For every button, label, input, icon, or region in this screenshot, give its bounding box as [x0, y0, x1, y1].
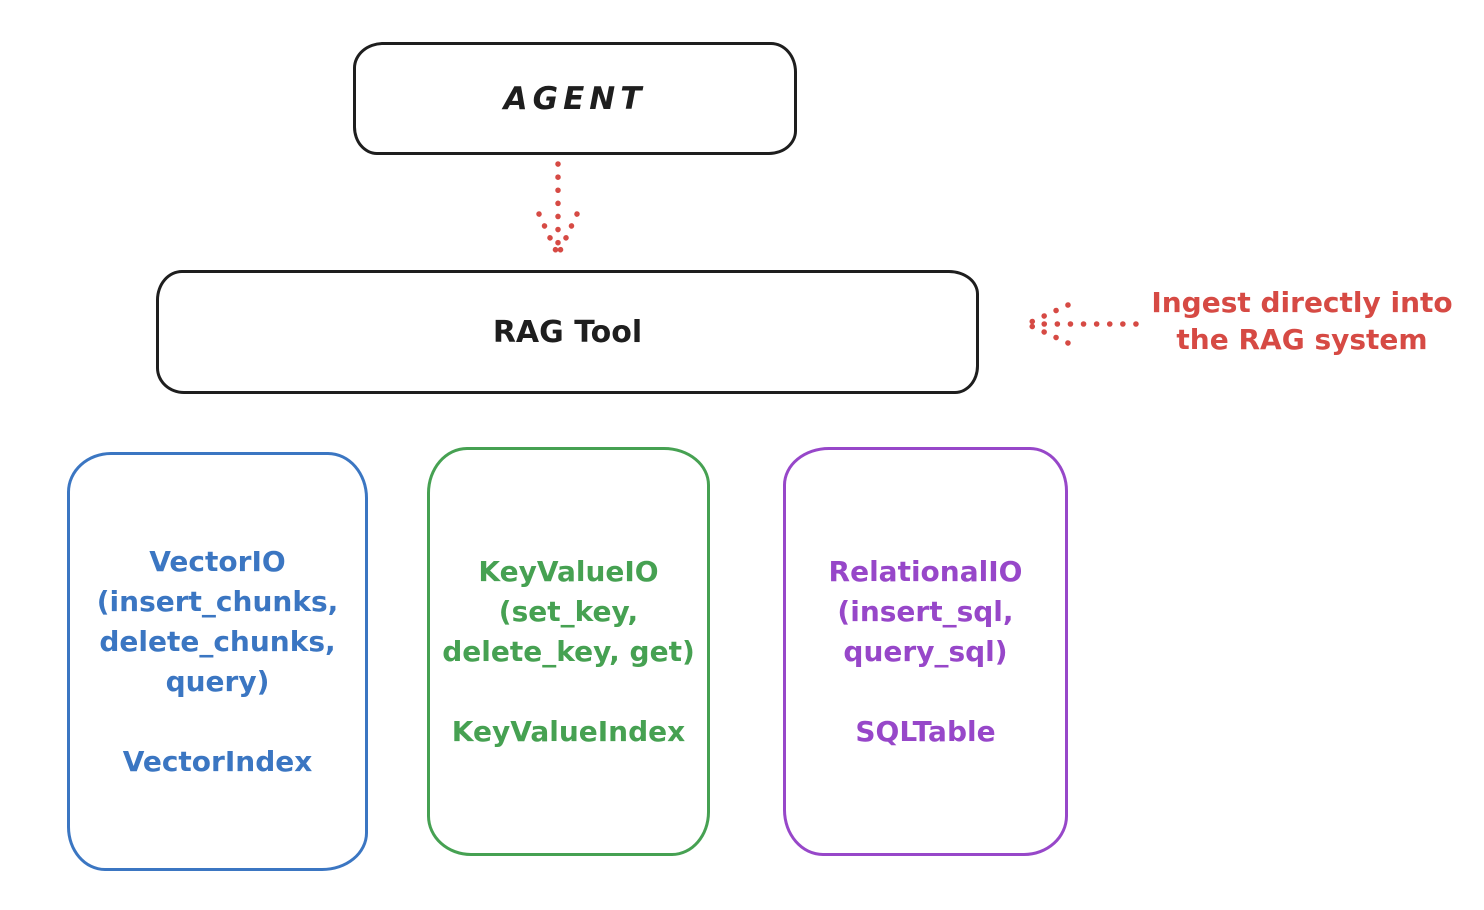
vector-index-label: VectorIndex	[122, 744, 313, 778]
backend-line: query_sql)	[843, 634, 1008, 668]
agent-to-rag-arrow-icon	[536, 161, 580, 256]
rag-tool-box: RAG Tool	[156, 270, 979, 394]
backend-line: delete_key, get)	[442, 634, 695, 668]
backend-line: VectorIO	[149, 544, 286, 578]
relational-io-box: RelationalIO (insert_sql, query_sql) SQL…	[783, 447, 1068, 856]
backend-line: KeyValueIO	[478, 554, 659, 588]
keyvalue-io-box: KeyValueIO (set_key, delete_key, get) Ke…	[427, 447, 710, 856]
ingest-arrow-icon	[1026, 302, 1139, 346]
relational-io-signature: RelationalIO (insert_sql, query_sql)	[829, 552, 1023, 672]
backend-line: RelationalIO	[828, 554, 1023, 588]
vector-io-signature: VectorIO (insert_chunks, delete_chunks, …	[97, 542, 339, 702]
agent-box: AGENT	[353, 42, 797, 155]
backend-line: (insert_sql,	[837, 594, 1014, 628]
keyvalue-index-label: KeyValueIndex	[451, 714, 686, 748]
rag-tool-label: RAG Tool	[492, 314, 643, 350]
vector-io-box: VectorIO (insert_chunks, delete_chunks, …	[67, 452, 368, 871]
backend-line: (set_key,	[498, 594, 639, 628]
backend-line: query)	[165, 664, 270, 698]
sql-table-label: SQLTable	[855, 714, 996, 748]
keyvalue-io-signature: KeyValueIO (set_key, delete_key, get)	[442, 552, 695, 672]
agent-label: AGENT	[503, 80, 647, 117]
ingest-annotation-line1: Ingest directly into	[1151, 286, 1453, 319]
ingest-annotation-line2: the RAG system	[1176, 323, 1428, 356]
backend-line: (insert_chunks,	[96, 584, 339, 618]
backend-line: delete_chunks,	[99, 624, 336, 658]
ingest-annotation: Ingest directly into the RAG system	[1128, 284, 1476, 358]
